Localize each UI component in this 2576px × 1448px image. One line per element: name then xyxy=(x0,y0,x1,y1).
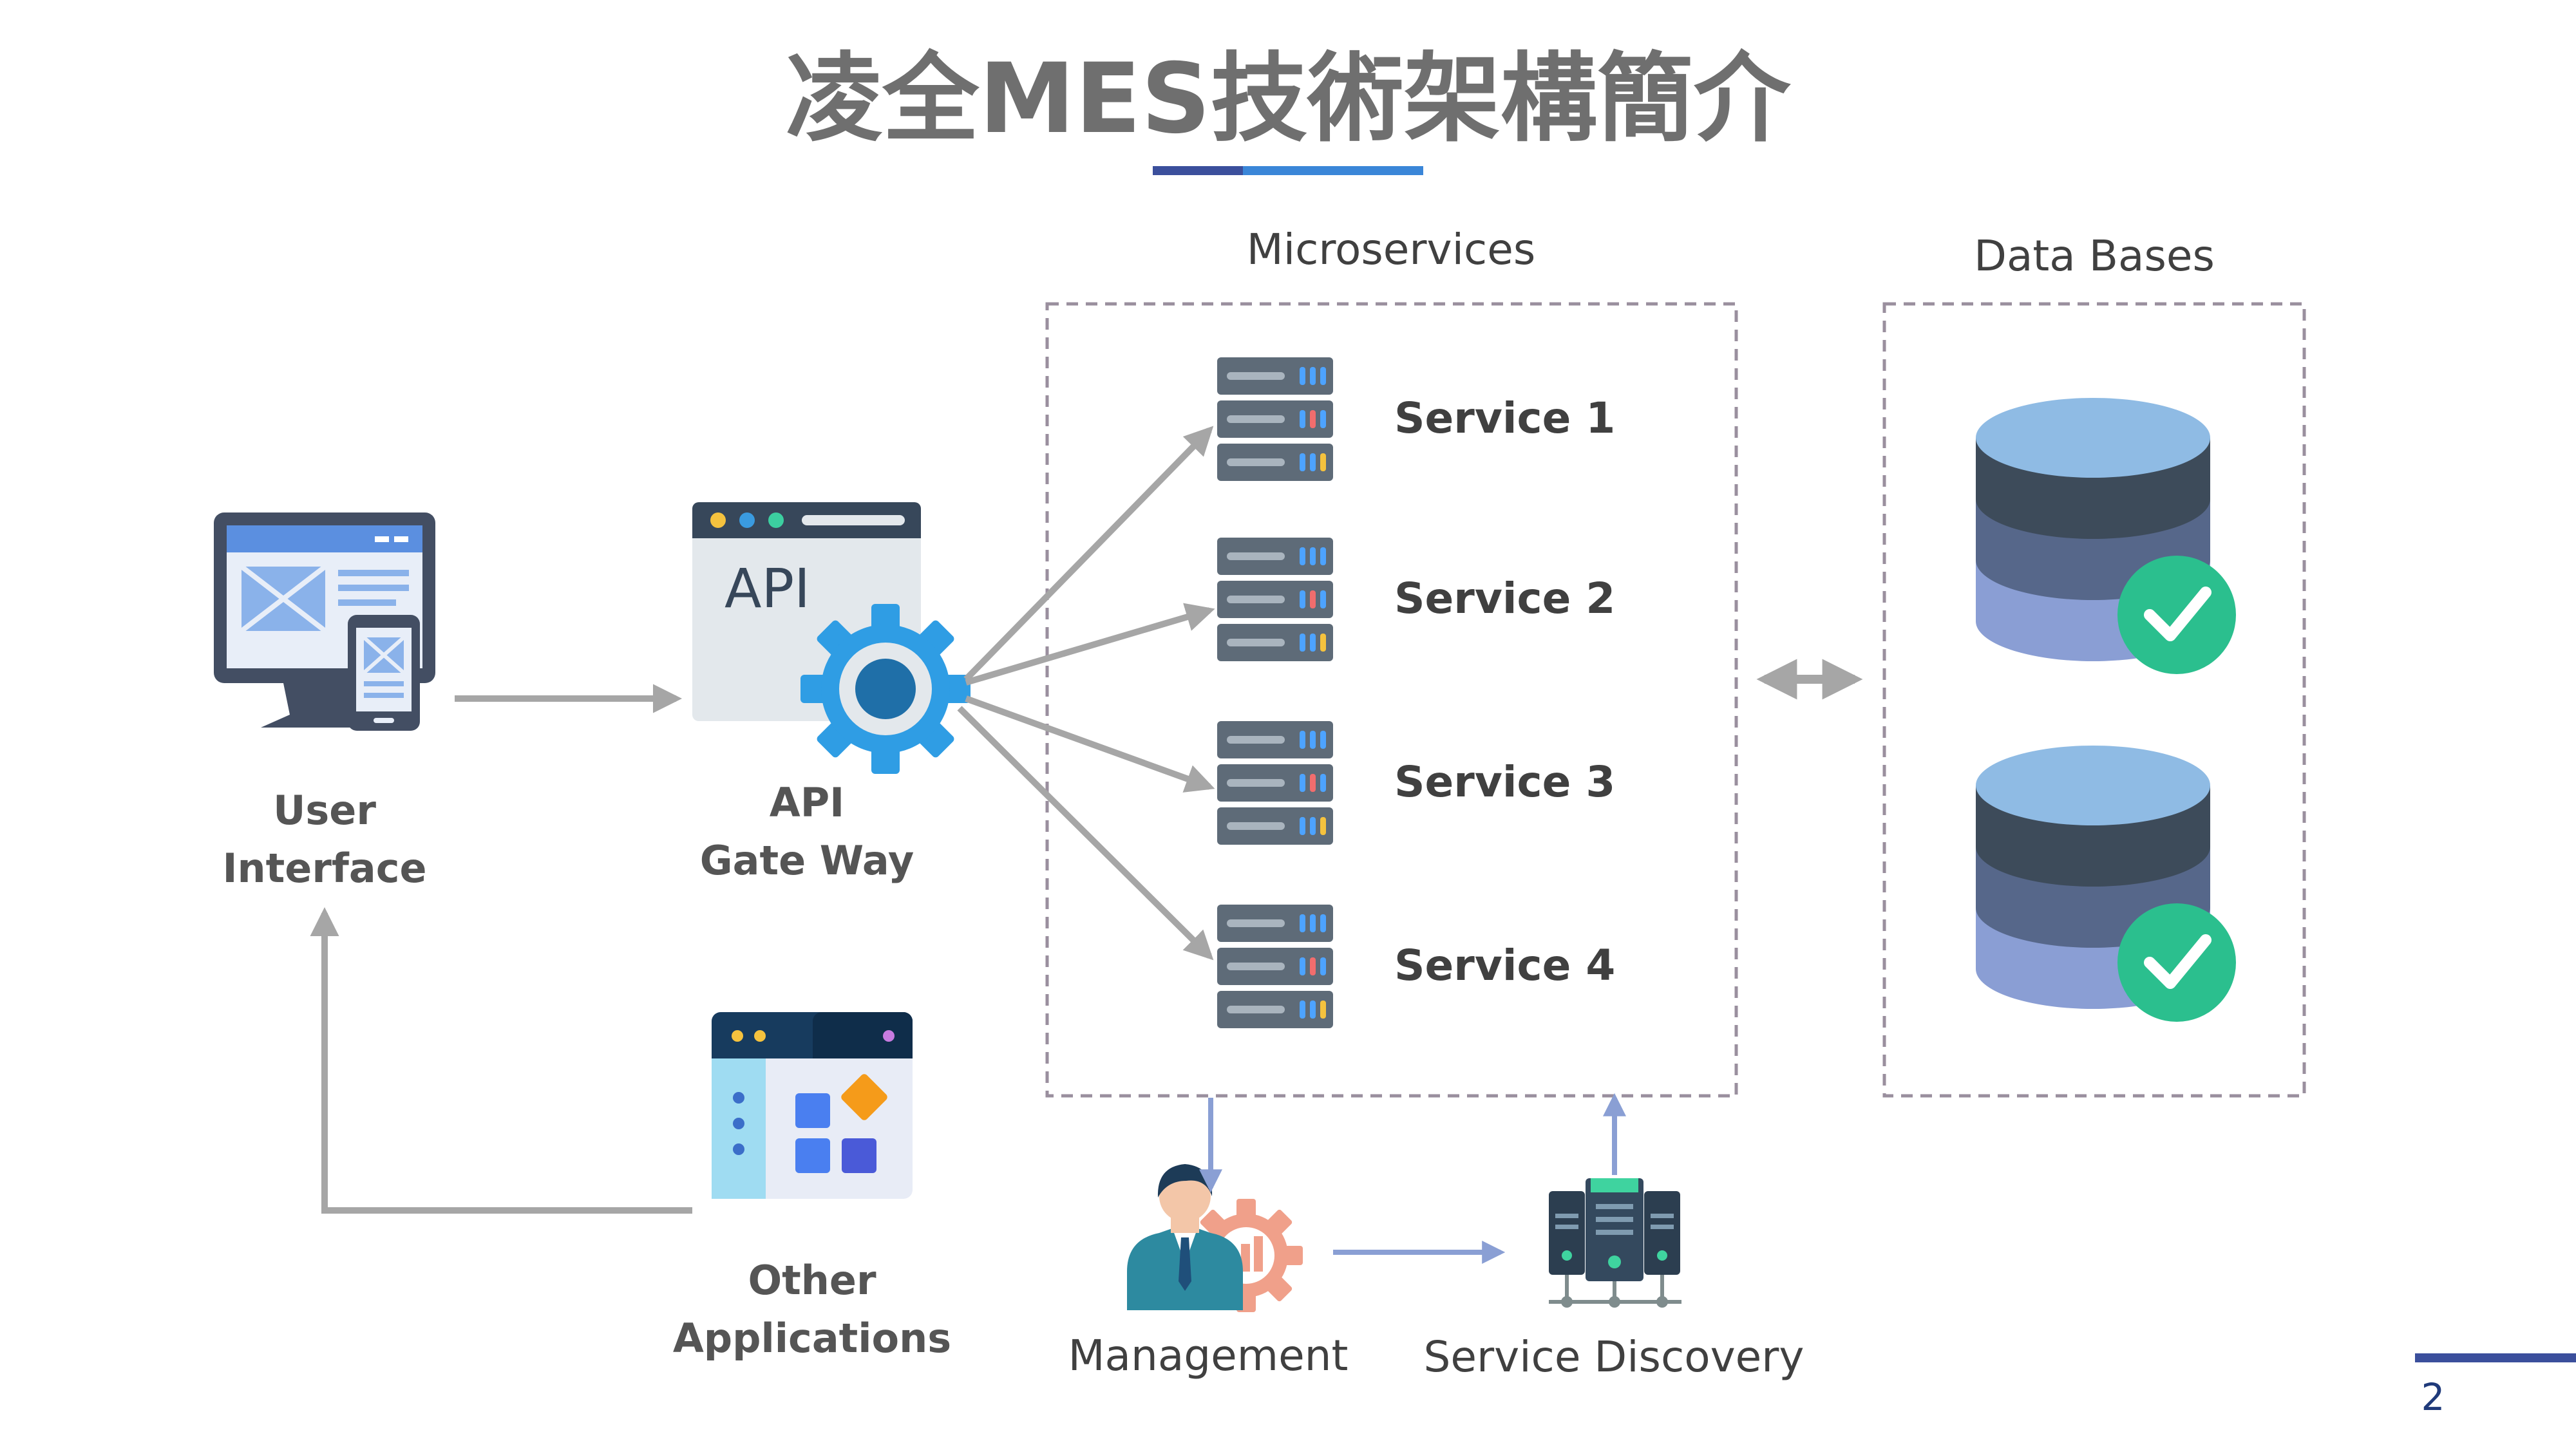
service-label: Service 2 xyxy=(1394,574,1615,623)
server-stack-icon xyxy=(1217,721,1333,845)
app-window-icon xyxy=(712,1012,913,1199)
api-to-service4-arrow xyxy=(957,706,1214,961)
api-gateway-label-line1: API xyxy=(770,779,845,826)
server-stack-icon xyxy=(1217,357,1333,481)
page-number: 2 xyxy=(2421,1375,2445,1419)
service-label: Service 3 xyxy=(1394,757,1615,807)
other-apps-to-ui-arrow xyxy=(310,907,692,1214)
service-item: Service 3 xyxy=(1217,721,1615,845)
other-apps-label-line2: Applications xyxy=(673,1315,951,1362)
service-item: Service 4 xyxy=(1217,905,1615,1028)
microservices-label: Microservices xyxy=(1247,225,1535,274)
api-icon-text: API xyxy=(724,557,810,620)
server-stack-icon xyxy=(1217,905,1333,1028)
service-label: Service 1 xyxy=(1394,393,1615,443)
services-group: Service 1 Service 2 Service 3 Service 4 xyxy=(1217,357,1615,1028)
service-item: Service 1 xyxy=(1217,357,1615,481)
api-to-service1-arrow xyxy=(963,426,1214,682)
service-discovery-label: Service Discovery xyxy=(1424,1332,1804,1382)
api-gear-icon: API xyxy=(692,502,971,774)
microservices-box xyxy=(1045,302,1738,1098)
management-label: Management xyxy=(1068,1331,1349,1380)
user-interface-label-line2: Interface xyxy=(222,845,426,892)
page-number-bar xyxy=(2415,1353,2576,1362)
other-apps-label-line1: Other xyxy=(748,1257,876,1304)
api-to-service2-arrow xyxy=(965,603,1215,686)
title-underline xyxy=(1153,166,1423,175)
user-interface-label-line1: User xyxy=(273,787,376,834)
databases-label: Data Bases xyxy=(1974,231,2215,281)
database-check-icon xyxy=(1976,746,2236,1022)
manager-gear-icon xyxy=(1127,1164,1303,1312)
server-network-icon xyxy=(1549,1178,1681,1308)
service-label: Service 4 xyxy=(1394,941,1615,990)
monitor-phone-icon xyxy=(214,512,435,731)
api-to-service3-arrow xyxy=(965,695,1215,793)
database-check-icon xyxy=(1976,398,2236,674)
databases-group xyxy=(1976,398,2236,1022)
server-stack-icon xyxy=(1217,538,1333,661)
service-item: Service 2 xyxy=(1217,538,1615,661)
databases-box xyxy=(1882,302,2306,1098)
api-gateway-label-line2: Gate Way xyxy=(700,837,914,884)
page-title: 凌全MES技術架構簡介 xyxy=(786,43,1792,155)
